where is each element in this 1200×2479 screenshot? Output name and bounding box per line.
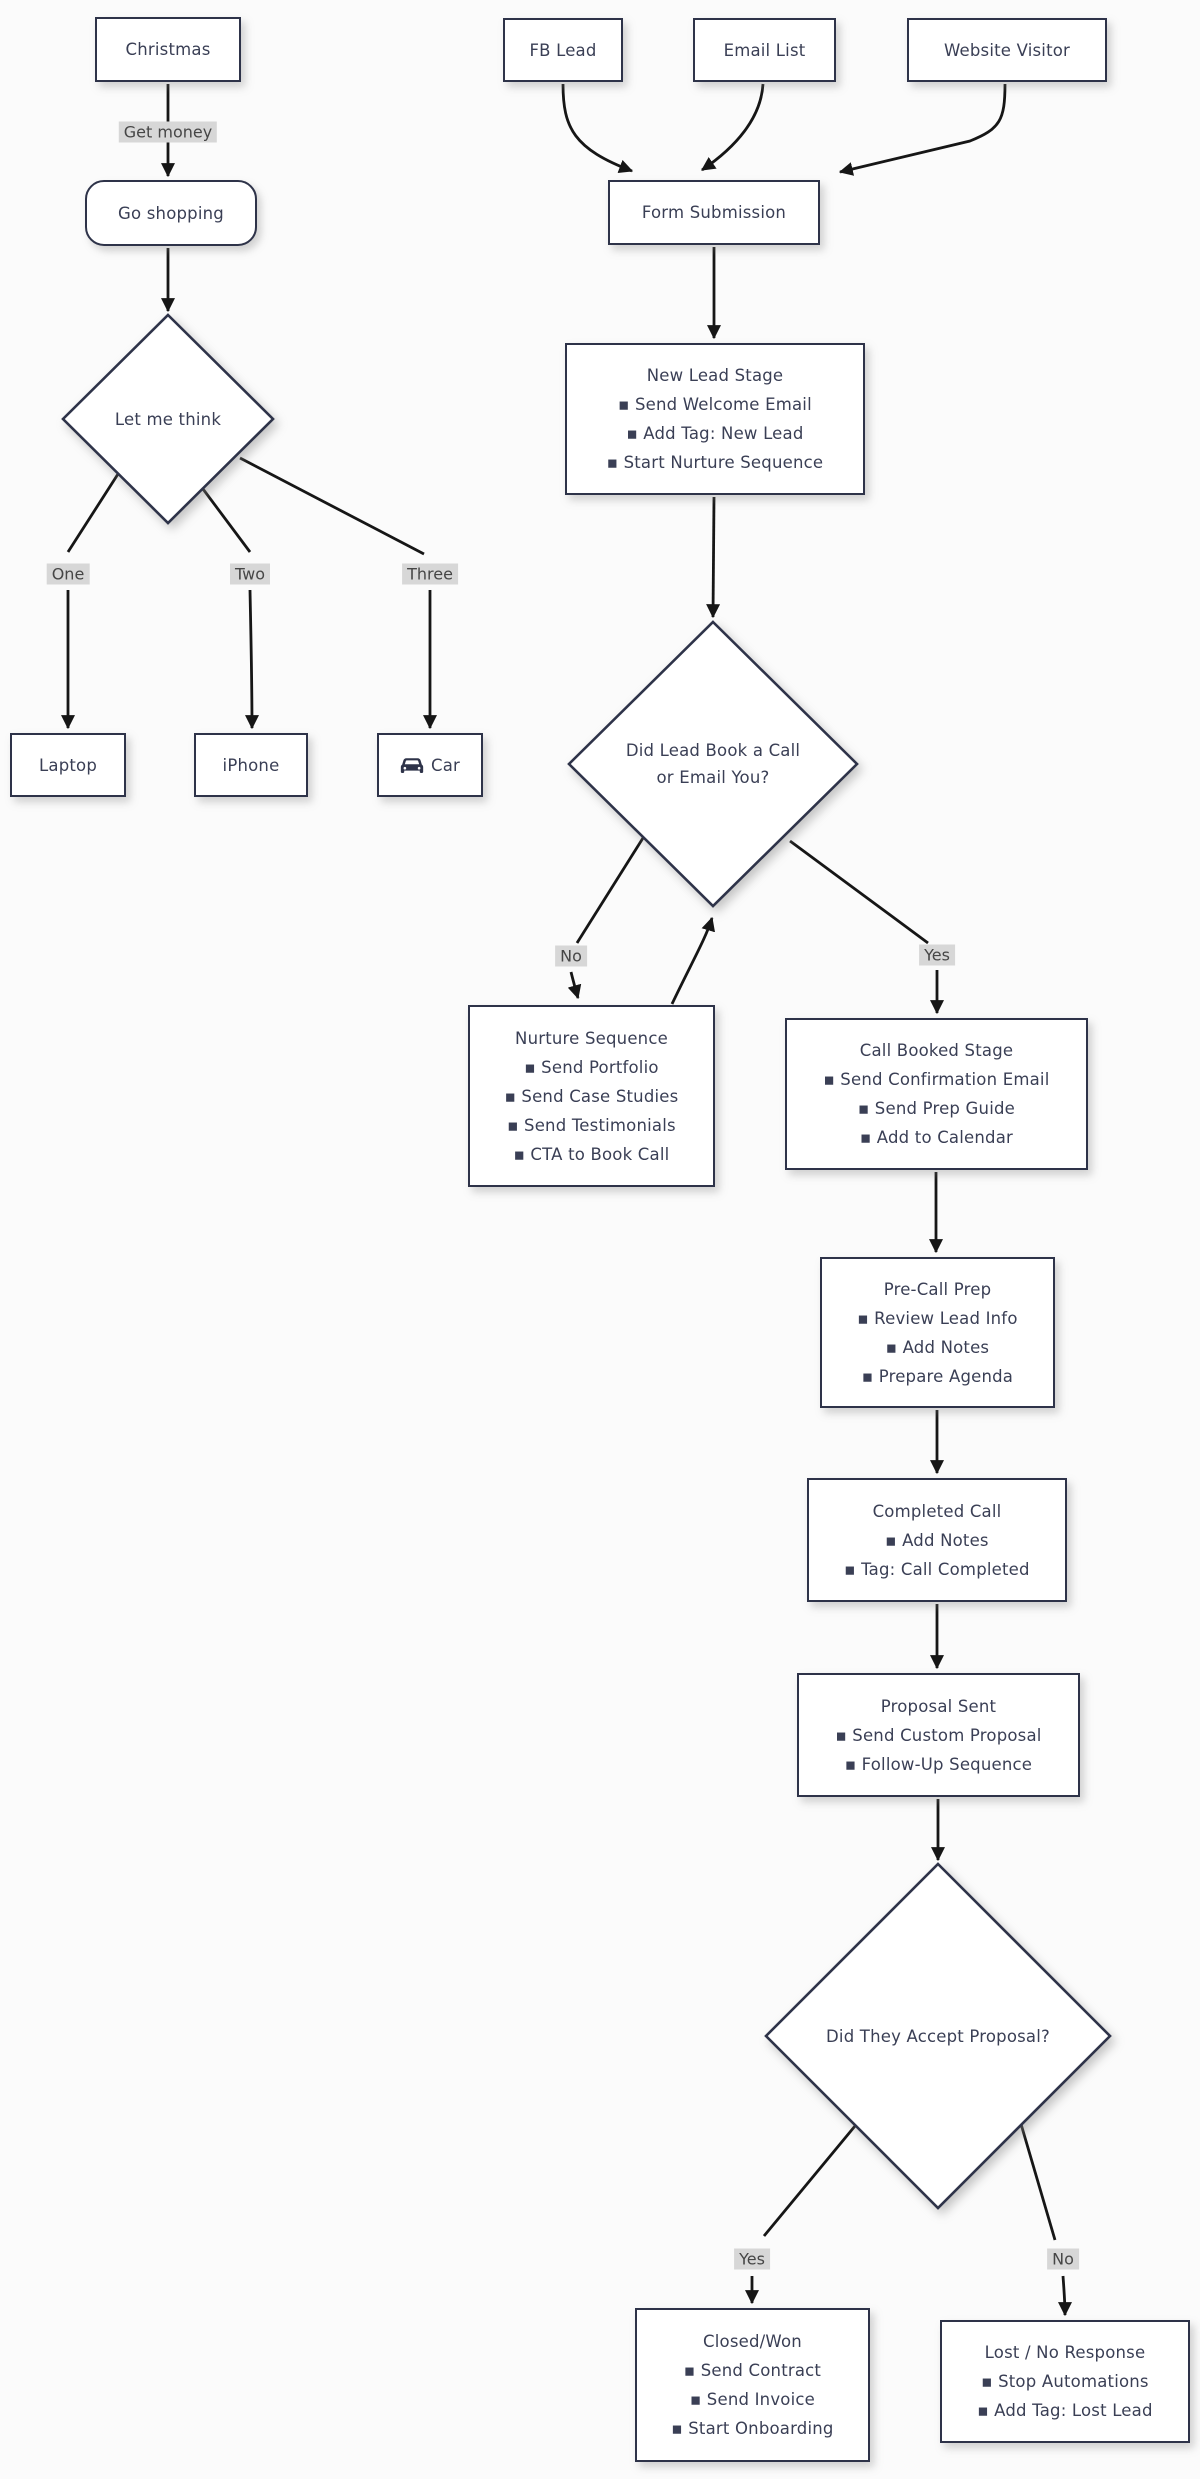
- node-email-list: Email List: [693, 18, 836, 82]
- edge-label-three: Three: [402, 563, 458, 585]
- node-email-list-label: Email List: [723, 40, 806, 60]
- node-item: ▪ Stop Automations: [981, 2372, 1149, 2391]
- edge-accept-yes-a: [762, 2125, 857, 2237]
- node-go-shopping: Go shopping: [85, 180, 257, 246]
- node-car-label: Car: [430, 755, 461, 775]
- node-title: Nurture Sequence: [515, 1028, 668, 1048]
- node-title: Pre-Call Prep: [883, 1279, 992, 1299]
- decision-think-text: Let me think: [114, 409, 222, 429]
- edge-accept-no-b: [1057, 2275, 1072, 2317]
- node-item: ▪ Send Testimonials: [507, 1115, 676, 1135]
- node-title: Call Booked Stage: [859, 1041, 1014, 1060]
- node-item: ▪ Send Confirmation Email: [823, 1070, 1050, 1089]
- node-lost-no-response: Lost / No Response ▪ Stop Automations ▪ …: [940, 2320, 1190, 2443]
- node-item: ▪ Send Custom Proposal: [835, 1725, 1042, 1745]
- node-christmas: Christmas: [95, 17, 241, 82]
- node-fb-lead: FB Lead: [503, 18, 623, 82]
- node-item: ▪ Add Notes: [885, 1337, 990, 1357]
- node-laptop-label: Laptop: [38, 755, 97, 775]
- node-item: ▪ Send Contract: [683, 2361, 822, 2380]
- node-form-submission: Form Submission: [608, 180, 820, 245]
- node-item: ▪ Send Welcome Email: [618, 395, 812, 414]
- node-fb-lead-label: FB Lead: [529, 40, 597, 60]
- node-item: ▪ CTA to Book Call: [513, 1144, 670, 1164]
- edge-accept-no-a: [1019, 2123, 1057, 2241]
- node-title: Closed/Won: [703, 2332, 802, 2351]
- node-laptop: Laptop: [10, 733, 126, 797]
- node-item: ▪ Tag: Call Completed: [844, 1559, 1030, 1579]
- node-car: Car: [377, 733, 483, 797]
- edge-label-one: One: [46, 563, 90, 585]
- node-item: ▪ Prepare Agenda: [861, 1366, 1014, 1386]
- car-icon: [400, 753, 424, 777]
- node-title: Completed Call: [872, 1501, 1002, 1521]
- node-iphone: iPhone: [194, 733, 308, 797]
- node-website-visitor: Website Visitor: [907, 18, 1107, 82]
- node-pre-call-prep: Pre-Call Prep ▪ Review Lead Info ▪ Add N…: [820, 1257, 1055, 1408]
- node-item: ▪ Add Tag: Lost Lead: [977, 2401, 1153, 2420]
- node-website-visitor-label: Website Visitor: [943, 40, 1071, 60]
- node-item: ▪ Send Case Studies: [504, 1086, 679, 1106]
- node-new-lead-stage: New Lead Stage ▪ Send Welcome Email ▪ Ad…: [565, 343, 865, 495]
- node-item: ▪ Add Tag: New Lead: [626, 424, 804, 443]
- edge-label-get-money: Get money: [118, 121, 218, 143]
- node-completed-call: Completed Call ▪ Add Notes ▪ Tag: Call C…: [807, 1478, 1067, 1602]
- node-call-booked-stage: Call Booked Stage ▪ Send Confirmation Em…: [785, 1018, 1088, 1170]
- edge-think-three-a: [239, 456, 425, 556]
- decision-accept-text: Did They Accept Proposal?: [826, 2026, 1050, 2046]
- edge-website-form: [838, 83, 1007, 176]
- node-title: New Lead Stage: [646, 366, 784, 385]
- node-iphone-label: iPhone: [222, 755, 280, 775]
- node-title: Lost / No Response: [984, 2343, 1146, 2362]
- node-nurture-sequence: Nurture Sequence ▪ Send Portfolio ▪ Send…: [468, 1005, 715, 1187]
- edge-label-no-accept: No: [1047, 2248, 1079, 2270]
- node-form-submission-label: Form Submission: [641, 203, 787, 222]
- node-item: ▪ Send Prep Guide: [857, 1099, 1016, 1118]
- edge-label-yes-accept: Yes: [734, 2248, 770, 2270]
- edge-nurture-loop: [670, 916, 716, 1005]
- edge-label-no-book: No: [555, 945, 587, 967]
- node-christmas-label: Christmas: [125, 40, 211, 59]
- edge-think-two-b: [244, 589, 259, 730]
- node-item: ▪ Add Notes: [885, 1530, 989, 1550]
- edge-think-two-a: [201, 488, 252, 553]
- edge-decision-no-b: [567, 971, 582, 1000]
- edge-think-one-a: [66, 473, 120, 553]
- edge-newlead-decision: [706, 496, 721, 619]
- decision-book-call-shape: [567, 620, 859, 908]
- decision-accept-shape: [764, 1862, 1112, 2210]
- node-item: ▪ Add to Calendar: [859, 1128, 1014, 1147]
- node-go-shopping-label: Go shopping: [118, 203, 224, 223]
- node-title: Proposal Sent: [880, 1696, 997, 1716]
- node-item: ▪ Start Onboarding: [671, 2419, 834, 2438]
- edge-emaillist-form: [701, 83, 765, 172]
- node-closed-won: Closed/Won ▪ Send Contract ▪ Send Invoic…: [635, 2308, 870, 2462]
- edge-label-two: Two: [230, 563, 270, 585]
- node-item: ▪ Follow-Up Sequence: [844, 1754, 1033, 1774]
- decision-think-shape: [61, 313, 275, 525]
- edge-label-yes-book: Yes: [919, 944, 955, 966]
- node-item: ▪ Review Lead Info: [857, 1308, 1018, 1328]
- edge-decision-no-a: [575, 837, 645, 944]
- node-proposal-sent: Proposal Sent ▪ Send Custom Proposal ▪ F…: [797, 1673, 1080, 1797]
- node-item: ▪ Send Portfolio: [524, 1057, 659, 1077]
- decision-book-call-text: Did Lead Book a Call or Email You?: [625, 741, 801, 787]
- edge-decision-yes-a: [789, 839, 929, 945]
- node-item: ▪ Start Nurture Sequence: [606, 453, 824, 472]
- edge-fblead-form: [561, 83, 634, 173]
- node-item: ▪ Send Invoice: [689, 2390, 816, 2409]
